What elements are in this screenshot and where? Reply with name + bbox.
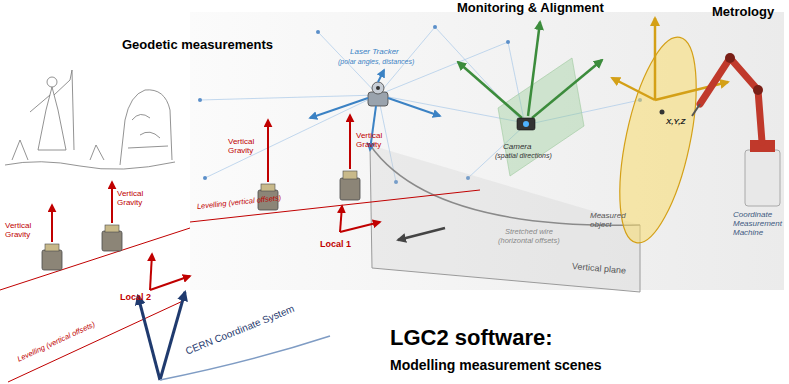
camera-axes-part xyxy=(532,60,602,118)
level-instrument xyxy=(42,171,360,270)
sketch-drawing xyxy=(5,70,175,169)
measured-point-part xyxy=(660,110,665,115)
machine-label: Coordinate Measurement Machine xyxy=(733,211,782,237)
cmm-robot-part xyxy=(745,150,780,206)
instrument-note: (polar angles, distances) xyxy=(338,58,414,66)
object-label: Measured object xyxy=(590,212,626,230)
cern-axes-part xyxy=(160,292,185,380)
laser-tracker xyxy=(368,82,388,106)
coordinate-label: X,Y,Z xyxy=(666,118,685,127)
section-heading: Geodetic measurements xyxy=(122,38,273,52)
section-heading: Monitoring & Alignment xyxy=(457,1,604,15)
measurement-note: (horizontal offsets) xyxy=(498,237,560,245)
target-points-part xyxy=(198,98,202,102)
axis-system-label: CERN Coordinate System xyxy=(184,303,296,357)
camera-icon-part xyxy=(523,121,529,127)
local-frames-part xyxy=(340,222,380,232)
camera-axes xyxy=(458,22,602,118)
cmm-robot-part xyxy=(753,85,763,95)
levelling-lines xyxy=(0,190,480,382)
tracker-axes-part xyxy=(378,70,384,82)
instrument-label: Camera xyxy=(503,143,531,152)
gravity-arrows-part xyxy=(51,205,53,242)
object-axes-part xyxy=(612,78,655,100)
object-axes-part xyxy=(654,18,657,100)
frame-label: Local 2 xyxy=(120,293,151,303)
local-frames-part xyxy=(150,276,190,290)
vertical-plane-part xyxy=(370,145,640,292)
camera-icon xyxy=(517,118,535,130)
axis-label: Vertical Gravity xyxy=(228,138,254,156)
cmm-robot-part xyxy=(700,58,762,142)
level-instrument-part xyxy=(45,244,59,251)
tracker-axes-part xyxy=(388,98,440,116)
gravity-arrows-part xyxy=(349,115,351,169)
level-instrument-part xyxy=(102,231,122,251)
cmm-robot-part xyxy=(725,53,735,63)
levelling-lines-part xyxy=(190,190,480,222)
gravity-arrows-part xyxy=(111,182,113,223)
cern-axes-part xyxy=(138,296,160,380)
local-frames-part xyxy=(340,206,342,232)
level-instrument-part xyxy=(42,250,62,270)
local-frames xyxy=(150,206,380,290)
level-instrument-part xyxy=(261,184,275,191)
sketch-drawing-part xyxy=(120,90,172,165)
camera-icon-part xyxy=(517,118,535,130)
cmm-robot xyxy=(692,53,780,206)
gravity-arrows-part xyxy=(267,120,269,182)
offset-arrow xyxy=(398,228,445,240)
tracker-axes xyxy=(310,70,440,150)
target-points-part xyxy=(203,176,207,180)
sketch-drawing-part xyxy=(5,162,175,169)
diagram-title: LGC2 software: xyxy=(390,326,553,350)
laser-tracker-part xyxy=(376,86,380,90)
sketch-drawing-part xyxy=(72,70,74,150)
measured-point xyxy=(660,110,665,115)
sight-lines-part xyxy=(435,27,525,125)
target-points-part xyxy=(316,30,320,34)
tracker-axes-part xyxy=(310,98,368,118)
sketch-drawing-part xyxy=(128,114,168,148)
level-instrument-part xyxy=(343,171,357,179)
section-heading: Metrology xyxy=(712,5,774,19)
camera-axes-part xyxy=(528,22,540,116)
vertical-plane xyxy=(370,145,640,292)
sight-lines-part xyxy=(205,95,378,178)
sketch-drawing-part xyxy=(12,140,104,160)
cern-curve xyxy=(160,336,330,380)
camera-axes-part xyxy=(458,62,522,118)
sketch-drawing-part xyxy=(30,70,72,112)
sight-lines-part xyxy=(200,95,378,100)
cern-axes xyxy=(138,292,185,380)
offset-arrow-part xyxy=(398,228,445,240)
axis-label: Vertical Gravity xyxy=(5,222,31,240)
local-frames-part xyxy=(150,254,152,290)
level-instrument-part xyxy=(105,225,119,232)
target-points-part xyxy=(433,25,437,29)
diagram-caption: Modelling measurement scenes xyxy=(390,358,602,373)
measurement-label: Levelling (vertical offsets) xyxy=(16,321,96,364)
sketch-drawing-part xyxy=(38,87,66,150)
level-instrument-part xyxy=(340,178,360,200)
frame-label: Local 1 xyxy=(320,240,351,250)
laser-tracker-part xyxy=(372,82,384,94)
axis-label: Vertical Gravity xyxy=(356,132,382,150)
instrument-note: (spatial directions) xyxy=(495,152,552,160)
cmm-robot-part xyxy=(692,104,700,116)
cern-curve-part xyxy=(160,336,330,380)
instrument-label: Laser Tracker xyxy=(350,48,399,57)
target-points-part xyxy=(506,40,510,44)
object-axes-part xyxy=(655,82,728,100)
measurement-label: Stretched wire xyxy=(505,228,553,236)
gravity-arrows xyxy=(52,115,350,242)
axis-label: Vertical Gravity xyxy=(117,190,143,208)
